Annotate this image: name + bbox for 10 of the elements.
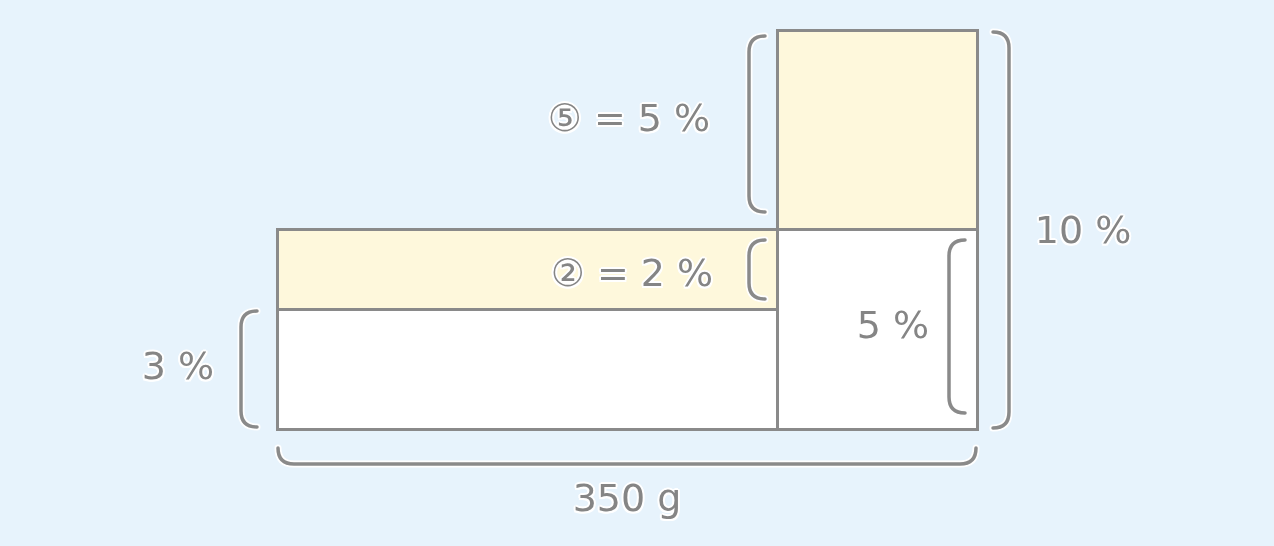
percent-label: ② = 2 % — [550, 254, 714, 292]
percent-label: 5 % — [856, 306, 930, 344]
mass-label: 350 g — [572, 479, 682, 517]
area-rectangle — [276, 308, 779, 431]
percent-label: 10 % — [1034, 211, 1132, 249]
percent-label: 3 % — [141, 347, 215, 385]
area-rectangle — [776, 228, 979, 431]
area-rectangle — [276, 228, 779, 311]
area-rectangle — [776, 29, 979, 231]
percent-label: ⑤ = 5 % — [547, 99, 711, 137]
